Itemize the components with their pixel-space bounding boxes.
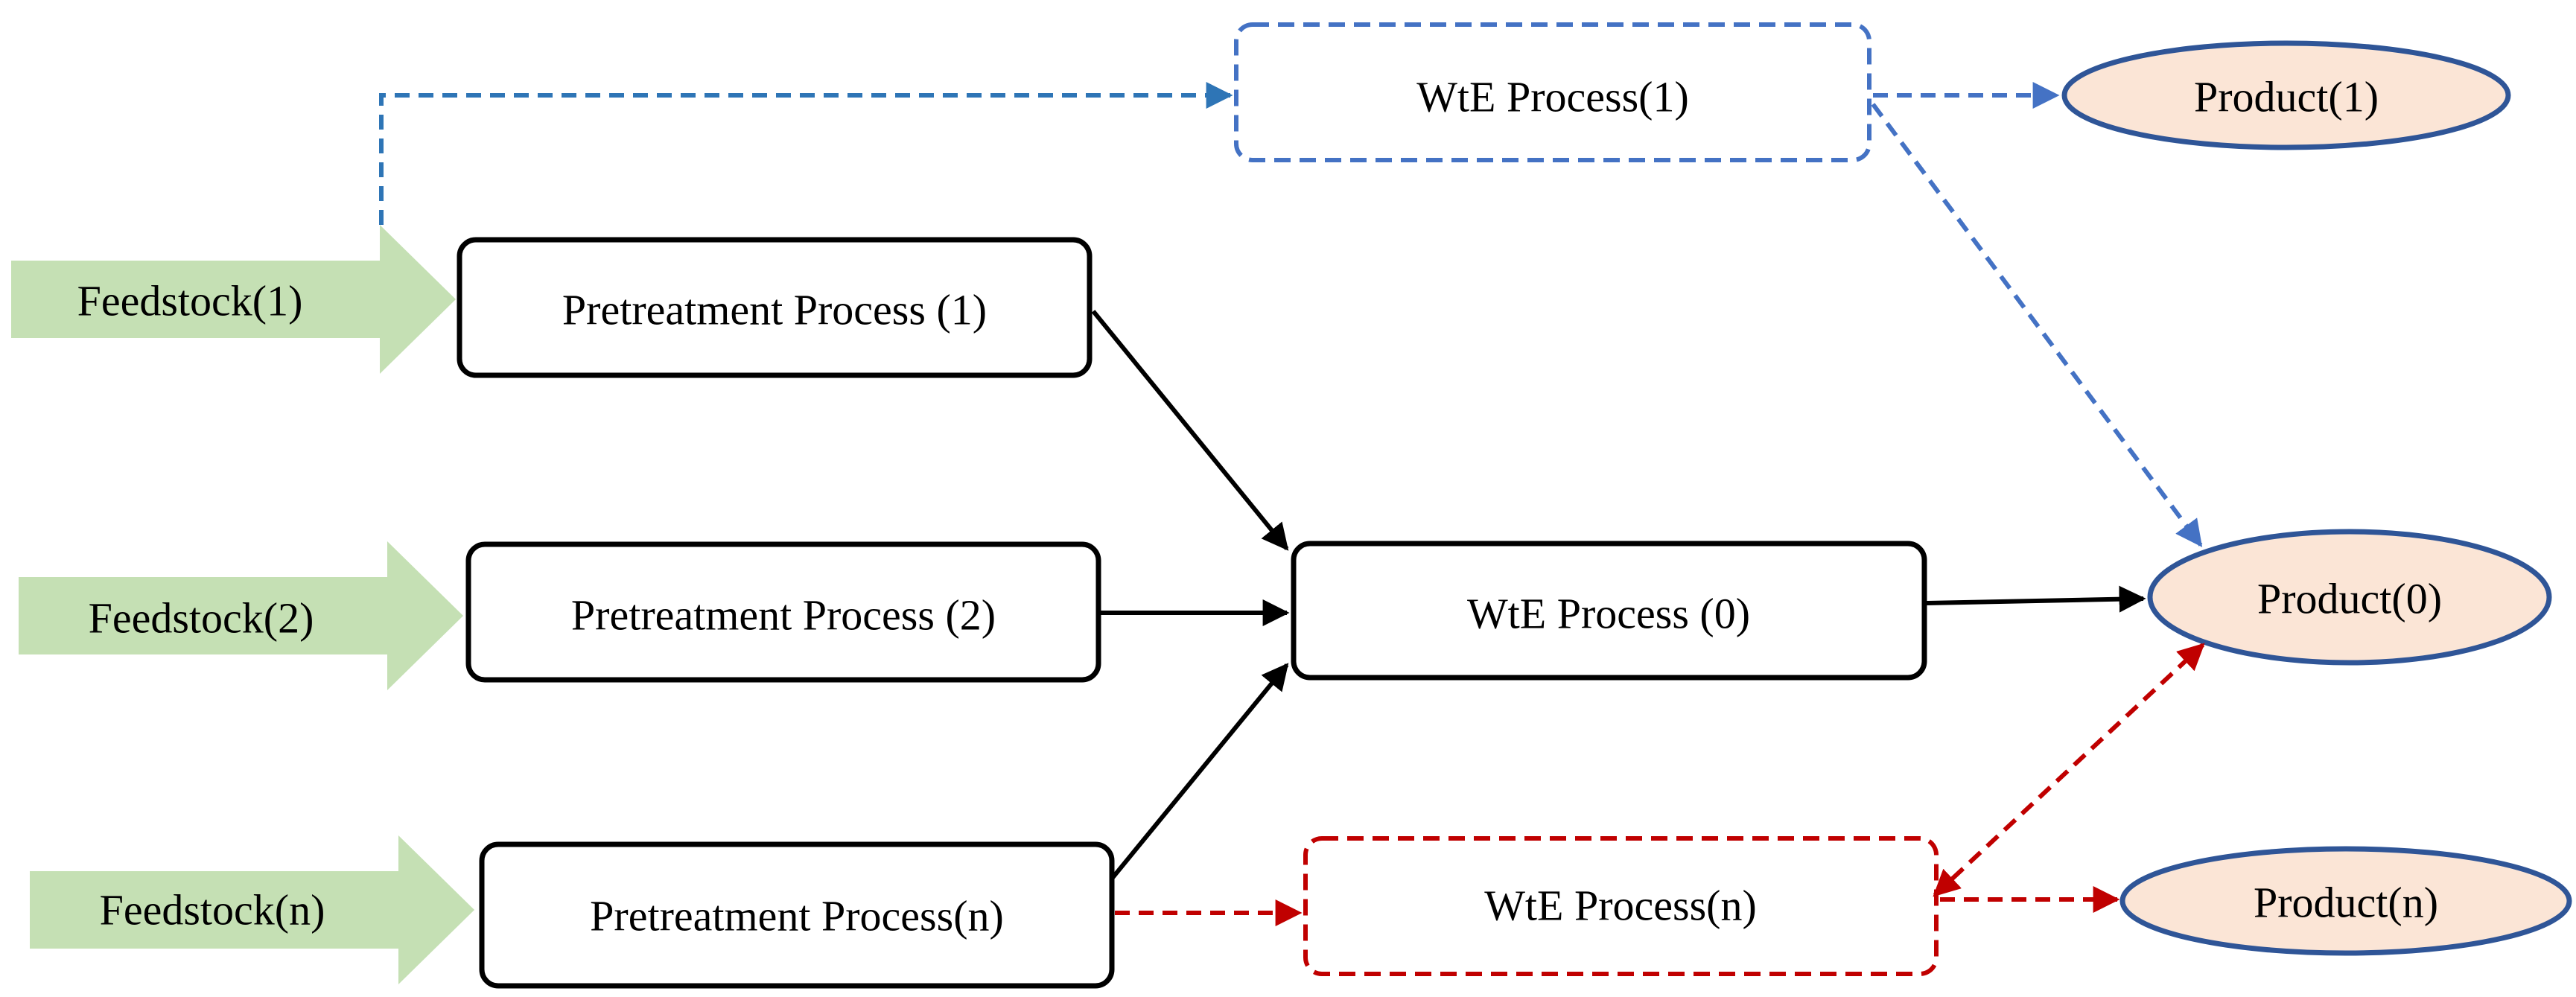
- pretreatment-process-n-label: Pretreatment Process(n): [590, 892, 1004, 940]
- wte-process-1-label: WtE Process(1): [1416, 73, 1689, 121]
- feedstock-2: Feedstock(2): [19, 541, 463, 690]
- pretreatment-process-n-box: [479, 841, 1115, 989]
- product-1-ellipse: [2061, 40, 2511, 150]
- wte-process-0-label: WtE Process (0): [1467, 590, 1750, 638]
- feedstock-n: Feedstock(n): [30, 835, 474, 984]
- feedstock-2-label: Feedstock(2): [89, 594, 314, 643]
- solid-connectors: [1091, 310, 2146, 880]
- product-1: Product(1): [2061, 40, 2511, 150]
- path-n-connectors: [1115, 643, 2205, 926]
- arrow-pretreatment-n-to-wte-0: [1110, 663, 1289, 880]
- arrow-feedstock-1-to-wte-1: [379, 82, 1233, 225]
- arrow-wte-n-product-0-bidirectional: [1933, 643, 2205, 897]
- feedstock-1-arrow-shape: [11, 225, 456, 374]
- feedstock-n-arrow-shape: [30, 835, 474, 984]
- product-0-label: Product(0): [2257, 575, 2442, 623]
- feedstock-n-label: Feedstock(n): [100, 886, 325, 934]
- arrow-pretreatment-1-to-wte-0: [1091, 310, 1289, 551]
- product-n-label: Product(n): [2254, 879, 2438, 927]
- feedstock-2-arrow-shape: [19, 541, 463, 690]
- wte-process-0-box: [1291, 541, 1927, 681]
- feedstock-1: Feedstock(1): [11, 225, 456, 374]
- feedstock-1-label: Feedstock(1): [77, 277, 303, 325]
- product-n: Product(n): [2119, 846, 2572, 956]
- product-1-label: Product(1): [2194, 73, 2379, 121]
- product-0-ellipse: [2147, 529, 2552, 666]
- product-0: Product(0): [2147, 529, 2552, 666]
- path-1-connectors: [379, 82, 2203, 547]
- wte-process-1: WtE Process(1): [1234, 22, 1871, 162]
- arrow-wte-1-to-product-0: [1871, 103, 2203, 547]
- wte-process-n-label: WtE Process(n): [1484, 882, 1757, 930]
- wte-process-n: WtE Process(n): [1303, 836, 1939, 976]
- pretreatment-process-1-label: Pretreatment Process (1): [562, 286, 987, 334]
- product-n-ellipse: [2119, 846, 2572, 956]
- pretreatment-process-2: Pretreatment Process (2): [465, 541, 1101, 683]
- wte-process-1-box: [1234, 22, 1871, 162]
- pretreatment-process-1-box: [457, 237, 1093, 378]
- pretreatment-process-2-box: [465, 541, 1101, 683]
- wte-process-n-box: [1303, 836, 1939, 976]
- wte-process-0: WtE Process (0): [1291, 541, 1927, 681]
- pretreatment-process-2-label: Pretreatment Process (2): [571, 591, 996, 640]
- pretreatment-process-n: Pretreatment Process(n): [479, 841, 1115, 989]
- arrow-wte-0-to-product-0: [1926, 585, 2146, 613]
- pretreatment-process-1: Pretreatment Process (1): [457, 237, 1093, 378]
